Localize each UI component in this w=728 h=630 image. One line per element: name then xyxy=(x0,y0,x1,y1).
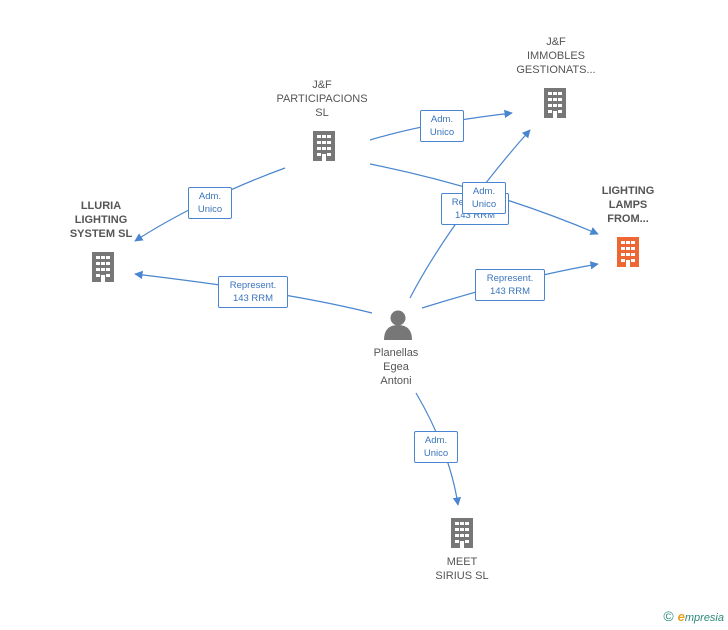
building-icon xyxy=(92,252,114,282)
node-lighting-lamps[interactable]: LIGHTING LAMPS FROM... xyxy=(601,185,655,225)
edge-label-jfp-lluria: Adm. Unico xyxy=(188,187,232,219)
brand-initial: e xyxy=(677,609,685,624)
building-icon xyxy=(544,88,566,118)
building-icon xyxy=(451,518,473,548)
edge-label-pers-lluria: Represent. 143 RRM xyxy=(218,276,288,308)
node-meet-sirius[interactable]: MEET SIRIUS SL xyxy=(435,556,489,582)
copyright-symbol: © xyxy=(663,608,674,624)
brand-name: mpresia xyxy=(684,612,724,624)
node-lluria-lighting[interactable]: LLURIA LIGHTING SYSTEM SL xyxy=(69,200,133,240)
node-jf-participacions[interactable]: J&F PARTICIPACIONS SL xyxy=(276,79,368,119)
brand-logo: ©empresia xyxy=(663,608,724,624)
node-planellas-egea[interactable]: Planellas Egea Antoni xyxy=(373,347,419,387)
edge-label-pers-lighting: Represent. 143 RRM xyxy=(475,269,545,301)
building-icon xyxy=(313,131,335,161)
edge-label-pers-immobles: Adm. Unico xyxy=(462,182,506,214)
person-icon xyxy=(384,310,412,340)
edge-label-pers-meet: Adm. Unico xyxy=(414,431,458,463)
edge-label-jfp-immobles: Adm. Unico xyxy=(420,110,464,142)
building-icon-highlighted xyxy=(617,237,639,267)
node-jf-immobles[interactable]: J&F IMMOBLES GESTIONATS... xyxy=(516,36,596,76)
